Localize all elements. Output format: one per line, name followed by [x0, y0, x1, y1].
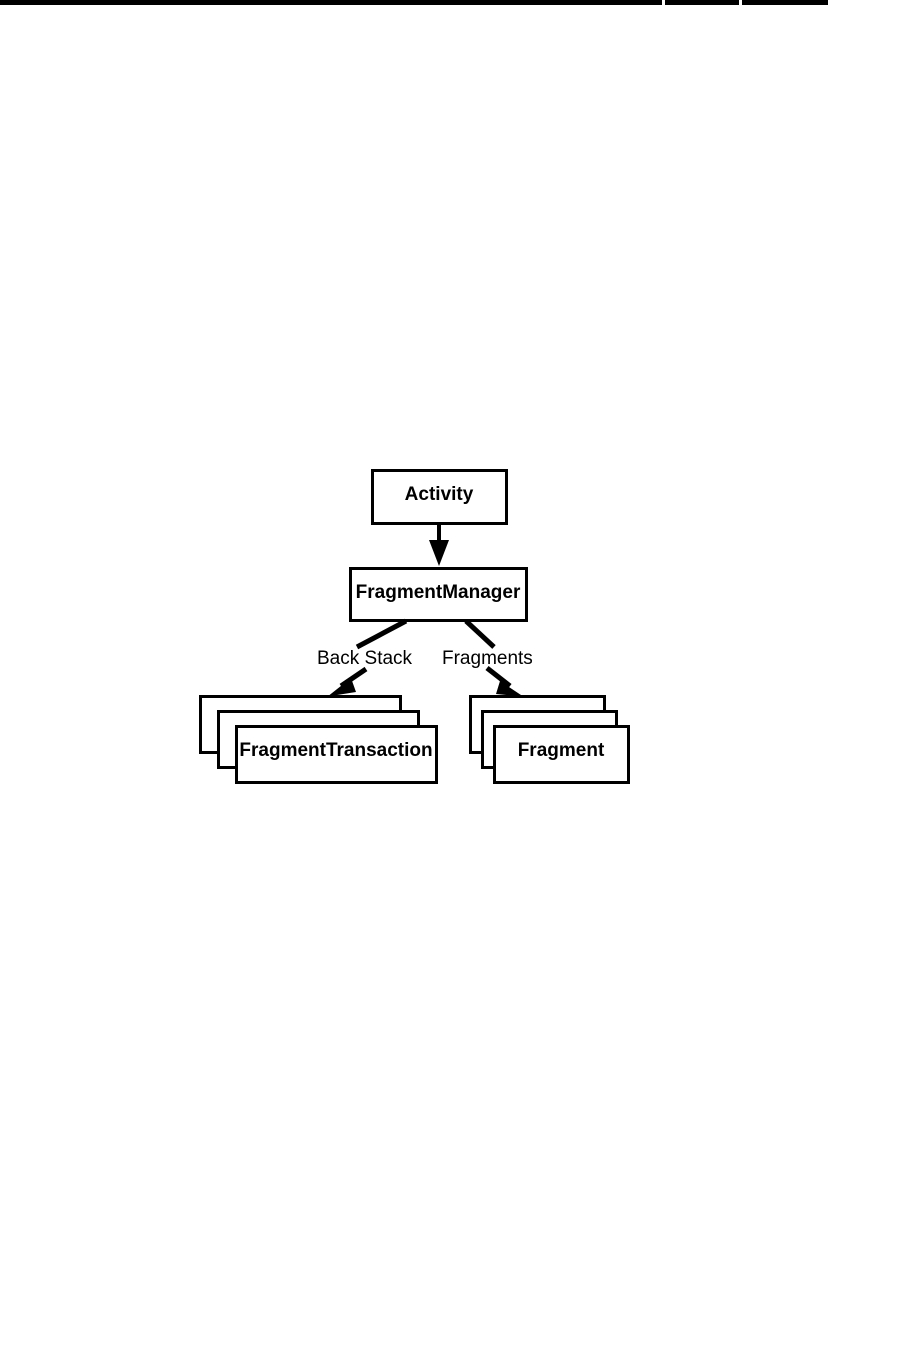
node-fragment-manager-box: [349, 567, 528, 622]
edge-fragments-lower-segment: [485, 666, 512, 688]
edge-fragments-label: Fragments: [442, 648, 533, 669]
edge-activity-to-manager-arrowhead: [429, 540, 449, 566]
node-activity-label: Activity: [404, 484, 474, 505]
node-fragment-transaction-box: [235, 725, 438, 784]
header-rule-segment-right: [742, 0, 828, 5]
node-fragment-transaction-label: FragmentTransaction: [239, 740, 433, 761]
node-fragment-label: Fragment: [517, 740, 605, 761]
node-fragment-box: [493, 725, 630, 784]
header-rule-segment-left: [0, 0, 662, 5]
edge-backstack-label: Back Stack: [317, 648, 413, 669]
node-fragment-manager-label: FragmentManager: [355, 582, 521, 603]
edge-fragments-upper-segment: [464, 619, 496, 649]
edge-backstack-upper-segment: [355, 618, 408, 650]
header-rule-segment-middle: [665, 0, 739, 5]
edge-fragments-arrowhead: [496, 681, 524, 697]
edge-backstack-arrowhead: [327, 678, 356, 697]
